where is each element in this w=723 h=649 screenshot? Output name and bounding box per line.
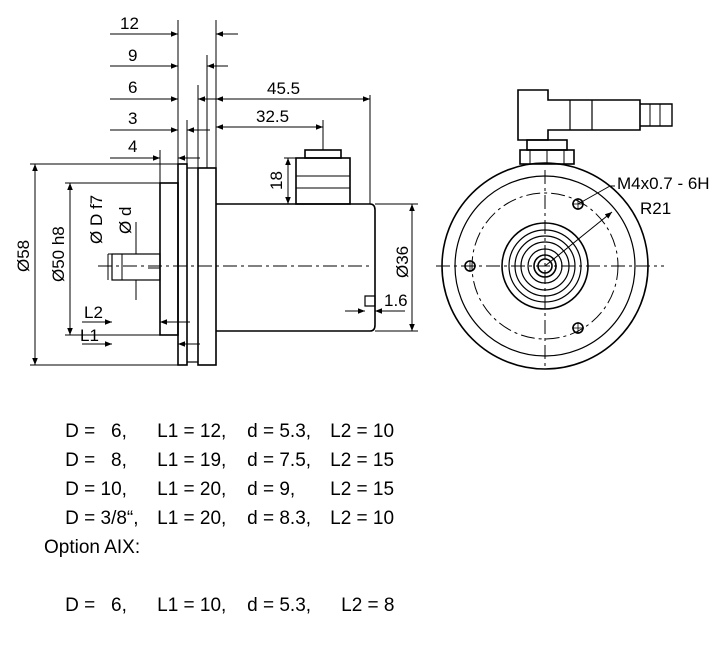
flange-plate-left (177, 163, 188, 366)
option-title: Option AIX: (44, 537, 141, 558)
dim-dia-D-f7: Ø D f7 (87, 195, 106, 244)
side-view-dimension-labels: 12 9 6 3 4 45.5 32.5 18 Ø58 Ø50 h8 Ø D f… (14, 14, 412, 345)
spec-d: d = 8.3, (247, 508, 312, 529)
spec-L2: L2 = 10 (330, 508, 395, 529)
spec-D: D = 6, (65, 421, 127, 442)
dim-9: 9 (128, 46, 137, 65)
spec-L2: L2 = 15 (330, 479, 395, 500)
front-view-labels: M4x0.7 - 6H R21 (617, 174, 710, 218)
shaft (111, 253, 161, 281)
side-view (30, 20, 418, 366)
dim-18: 18 (267, 171, 286, 190)
spec-D: D = 10, (65, 479, 127, 500)
dim-dia-50-h8: Ø50 h8 (49, 226, 68, 282)
front-view (436, 89, 673, 370)
spec-L1: L1 = 12, (157, 421, 227, 442)
encoder-body (216, 203, 376, 332)
spec-L1: L1 = 20, (157, 508, 227, 529)
spec-row: D = 8, L1 = 19, d = 7.5, L2 = 15 (44, 417, 394, 471)
connector-body (295, 157, 351, 205)
dim-L2: L2 (84, 303, 103, 322)
dim-45-5: 45.5 (267, 79, 300, 98)
spec-D: D = 8, (65, 450, 127, 471)
technical-drawing: 12 9 6 3 4 45.5 32.5 18 Ø58 Ø50 h8 Ø D f… (14, 14, 710, 370)
option-d: d = 5.3, (247, 595, 312, 616)
spec-L2: L2 = 10 (330, 421, 395, 442)
spec-table: D = 6, L1 = 12, d = 5.3, L2 = 10 D = 8, L1 =… (44, 388, 394, 616)
spec-d: d = 7.5, (247, 450, 312, 471)
option-L2: L2 = 8 (341, 595, 395, 616)
option-row: D = 6, L1 = 10, d = 5.3, L2 = 8 (44, 562, 394, 616)
dim-1-6: 1.6 (384, 291, 408, 310)
dim-4: 4 (128, 137, 137, 156)
cable-connector (517, 89, 641, 141)
spec-D: D = 3/8“, (65, 508, 139, 529)
option-L1: L1 = 10, (157, 595, 227, 616)
dim-L1: L1 (80, 326, 99, 345)
dim-6: 6 (128, 78, 137, 97)
thread-callout: M4x0.7 - 6H (617, 174, 710, 193)
spec-L2: L2 = 15 (330, 450, 395, 471)
spec-d: d = 9, (247, 479, 296, 500)
spec-row: D = 3/8“, L1 = 20, d = 8.3, L2 = 10 (44, 475, 394, 529)
spec-d: d = 5.3, (247, 421, 312, 442)
spec-L1: L1 = 19, (157, 450, 227, 471)
radius-callout: R21 (640, 199, 671, 218)
pilot-boss (159, 182, 179, 336)
dim-12: 12 (120, 14, 139, 33)
dim-dia-36: Ø36 (393, 246, 412, 278)
dim-32-5: 32.5 (256, 107, 289, 126)
dim-3: 3 (128, 109, 137, 128)
dim-dia-58: Ø58 (14, 240, 33, 272)
spec-L1: L1 = 20, (157, 479, 227, 500)
option-D: D = 6, (65, 595, 127, 616)
spec-row: D = 6, L1 = 12, d = 5.3, L2 = 10 (44, 388, 394, 442)
dim-dia-d: Ø d (116, 207, 135, 234)
spec-row: D = 10, L1 = 20, d = 9, L2 = 15 (44, 446, 394, 500)
